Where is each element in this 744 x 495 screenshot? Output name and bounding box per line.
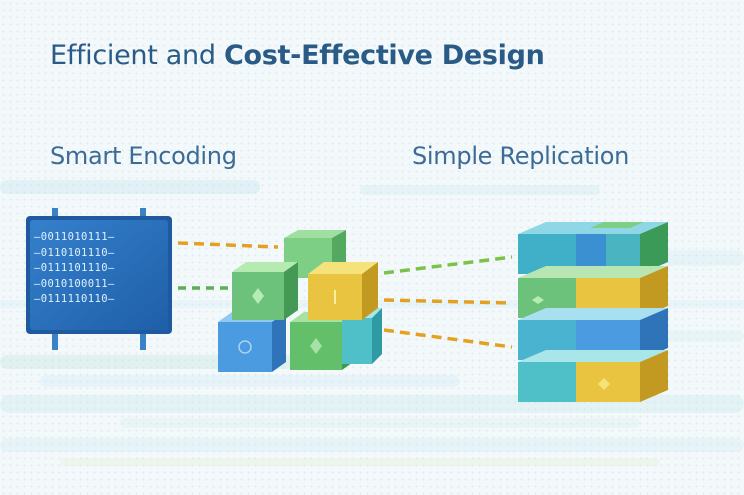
- title-bold: Cost-Effective Design: [224, 40, 545, 71]
- replica-layer-4: [518, 350, 668, 402]
- board-post-left: [52, 208, 58, 222]
- encoding-connectors: [177, 241, 279, 290]
- cube-bottom-blue: [218, 312, 286, 372]
- binary-row: —0110101110—: [34, 246, 115, 259]
- board-leg-right: [140, 330, 146, 350]
- cube-middle-green: [232, 262, 298, 320]
- connector-replica-3: [383, 328, 513, 349]
- board-leg-left: [52, 330, 58, 350]
- connector-top: [177, 241, 279, 249]
- connector-replica-1: [383, 255, 513, 275]
- title-regular: Efficient and: [50, 40, 216, 71]
- replica-stack: [518, 222, 668, 402]
- binary-code-lines: —0011010111— —0110101110— —0111101110— —…: [34, 230, 166, 308]
- encoded-cube-cluster: [218, 230, 382, 372]
- binary-row: —0011010111—: [34, 231, 115, 243]
- cube-middle-yellow: [308, 262, 378, 320]
- board-post-right: [140, 208, 146, 222]
- binary-row: —0010100011—: [34, 277, 115, 290]
- replication-connectors: [383, 255, 513, 349]
- binary-row: —0111110110—: [34, 293, 115, 306]
- binary-row: —0111101110—: [34, 262, 115, 275]
- board-screen: [30, 220, 168, 330]
- simple-replication-label: Simple Replication: [412, 142, 629, 170]
- binary-board: [26, 208, 172, 350]
- smart-encoding-label: Smart Encoding: [50, 142, 237, 170]
- cube-back-top: [284, 230, 346, 278]
- connector-replica-2: [383, 298, 513, 305]
- page-title: Efficient and Cost-Effective Design: [50, 40, 545, 71]
